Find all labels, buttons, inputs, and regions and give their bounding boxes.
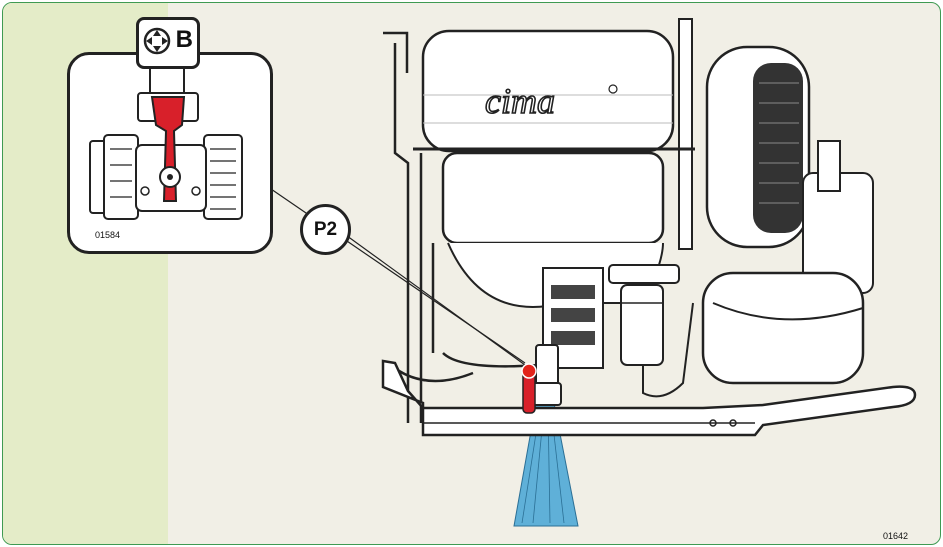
figure-code: 01642 <box>883 531 909 541</box>
callout-p2: P2 <box>300 204 351 255</box>
brand-text: cima <box>485 81 555 121</box>
valve-marker <box>521 363 537 379</box>
valve-p2 <box>521 344 562 414</box>
sprayer-illustration <box>270 18 917 527</box>
rotate-arrows-icon <box>143 27 171 55</box>
inset-figure-code: 01584 <box>95 230 121 240</box>
valve-detail-inset: 01584 <box>67 52 273 254</box>
tank <box>413 29 695 308</box>
rear-pole <box>678 18 693 250</box>
base-skid <box>381 359 917 437</box>
red-valve-handle <box>150 96 186 202</box>
pump-assembly <box>542 264 694 398</box>
badge-b: B <box>136 17 200 69</box>
valve-detail-drawing <box>89 55 243 220</box>
badge-letter: B <box>175 26 193 53</box>
brand-logo: cima <box>484 80 618 122</box>
engine-unit <box>701 45 874 385</box>
